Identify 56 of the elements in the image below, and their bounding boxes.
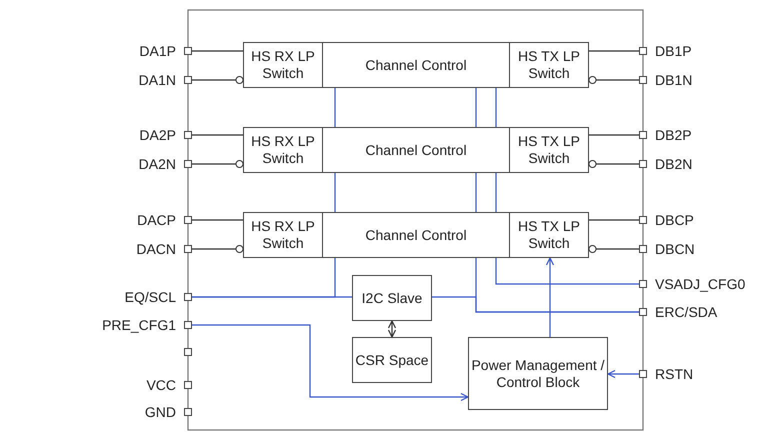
signal-line	[495, 88, 497, 127]
pin-label: RSTN	[655, 367, 694, 381]
signal-line	[192, 50, 243, 52]
arrow	[607, 370, 639, 378]
pin-label: PRE_CFG1	[102, 318, 176, 332]
inverted-line	[192, 76, 244, 84]
signal-line	[589, 134, 639, 136]
pin-label: DA1N	[138, 73, 176, 87]
signal-line	[192, 134, 243, 136]
signal-line	[192, 296, 352, 298]
signal-line	[192, 219, 243, 221]
process-block: I2C Slave	[352, 275, 432, 321]
pin-label: DB2P	[655, 128, 692, 142]
memory-block: CSR Space	[352, 337, 432, 383]
pin-label: DB1P	[655, 44, 692, 58]
inverted-line	[588, 245, 639, 253]
signal-line	[495, 173, 497, 212]
pin-label: EQ/SCL	[124, 290, 176, 304]
pin-label: DB2N	[655, 157, 692, 171]
control-block: Channel Control	[322, 212, 510, 258]
switch-block: HS TX LP Switch	[509, 42, 589, 88]
signal-line	[334, 173, 336, 212]
pin-label: DB1N	[655, 73, 692, 87]
pin-label: DBCN	[655, 242, 695, 256]
signal-line	[495, 258, 639, 285]
signal-line	[334, 88, 336, 127]
pin-label: VSADJ_CFG0	[655, 277, 746, 291]
pin-label: DA2P	[139, 128, 176, 142]
inverted-line	[588, 160, 639, 168]
pin-label: DA2N	[138, 157, 176, 171]
pin-label: ERC/SDA	[655, 305, 718, 319]
control-block: Channel Control	[322, 127, 510, 173]
pin-label: DBCP	[655, 213, 694, 227]
pin-label: VCC	[146, 378, 176, 392]
arrow	[546, 257, 554, 337]
inverted-line	[192, 245, 244, 253]
arrow	[388, 320, 396, 338]
inverted-line	[192, 160, 244, 168]
switch-block: HS RX LP Switch	[243, 212, 323, 258]
switch-block: HS RX LP Switch	[243, 127, 323, 173]
switch-block: HS RX LP Switch	[243, 42, 323, 88]
pin-label: DACN	[136, 242, 176, 256]
arrow	[192, 324, 469, 402]
pin-label: DACP	[137, 213, 176, 227]
inverted-line	[588, 76, 639, 84]
pin-label: GND	[144, 405, 176, 419]
signal-line	[475, 173, 477, 212]
signal-line	[432, 296, 639, 313]
pin-label: DA1P	[139, 44, 176, 58]
switch-block: HS TX LP Switch	[509, 212, 589, 258]
control-block: Channel Control	[322, 42, 510, 88]
signal-line	[475, 88, 477, 127]
signal-line	[589, 50, 639, 52]
signal-line	[589, 219, 639, 221]
process-block: Power Management / Control Block	[468, 337, 608, 410]
switch-block: HS TX LP Switch	[509, 127, 589, 173]
